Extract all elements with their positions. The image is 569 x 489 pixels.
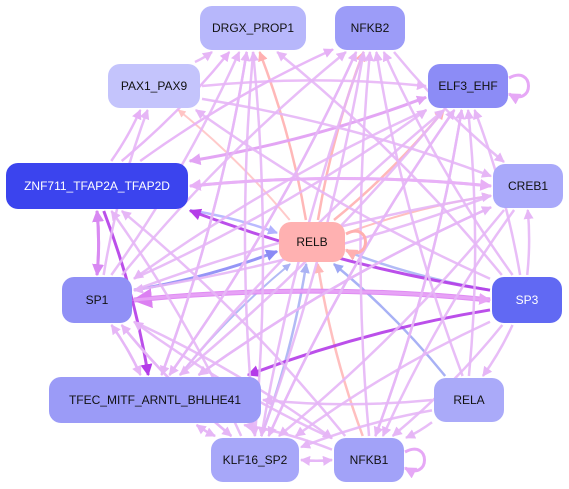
node-creb1-label: CREB1: [508, 179, 548, 193]
node-znf: ZNF711_TFAP2A_TFAP2D: [6, 163, 188, 209]
node-klf16: KLF16_SP2: [211, 438, 299, 482]
edge-rela-to-relb: [333, 263, 447, 377]
node-drgx-box: [200, 6, 306, 50]
edge-znf-to-pax: [110, 109, 142, 162]
edge-relb-to-creb1: [346, 192, 492, 234]
node-klf16-label: KLF16_SP2: [223, 453, 288, 467]
edge-sp3-to-tfec: [246, 308, 491, 377]
node-nfkb2-box: [335, 6, 405, 50]
node-rela: RELA: [434, 378, 504, 422]
edge-pax-to-creb1: [201, 97, 492, 178]
node-relb: RELB: [279, 222, 345, 262]
node-elf3-label: ELF3_EHF: [438, 79, 497, 93]
node-creb1: CREB1: [493, 164, 563, 208]
edge-nfkb1-to-relb: [314, 263, 364, 437]
edge-creb1-to-nfkb1: [381, 209, 516, 437]
node-relb-label: RELB: [296, 235, 327, 249]
self-loop-elf3: [507, 73, 530, 105]
edge-rela-to-klf16: [300, 409, 433, 449]
edge-rela-to-elf3: [464, 109, 477, 377]
edge-sp3-to-klf16: [294, 320, 491, 438]
node-sp3-label: SP3: [516, 293, 539, 307]
node-sp3-box: [492, 277, 562, 323]
edge-creb1-to-klf16: [278, 209, 506, 437]
node-sp1-box: [62, 277, 132, 323]
node-rela-box: [434, 378, 504, 422]
edge-sp1-to-nfkb1: [133, 320, 333, 440]
edge-sp1-to-nfkb2: [121, 51, 347, 276]
edge-elf3-to-nfkb1: [373, 109, 463, 437]
node-klf16-box: [211, 438, 299, 482]
edge-znf-to-sp1: [92, 210, 105, 277]
edge-klf16-to-nfkb1: [300, 455, 333, 466]
node-tfec-label: TFEC_MITF_ARNTL_BHLHE41: [69, 393, 241, 407]
node-drgx-label: DRGX_PROP1: [212, 21, 294, 35]
self-loop-relb: [344, 229, 367, 261]
node-rela-label: RELA: [453, 393, 484, 407]
edge-relb-to-drgx: [258, 51, 308, 221]
node-nfkb1: NFKB1: [334, 438, 404, 482]
edge-nfkb2-to-creb1: [393, 51, 505, 163]
edge-rela-to-nfkb2: [372, 51, 464, 377]
edge-znf-to-drgx: [120, 51, 231, 162]
edge-tfec-to-relb: [179, 263, 291, 376]
edge-elf3-to-klf16: [267, 109, 456, 437]
edge-sp1-to-sp3: [133, 289, 492, 305]
edge-sp1-to-tfec: [110, 324, 142, 376]
node-pax: PAX1_PAX9: [108, 64, 200, 108]
edge-rela-to-nfkb1: [405, 421, 433, 439]
node-tfec: TFEC_MITF_ARNTL_BHLHE41: [49, 377, 261, 423]
self-loop-nfkb1: [403, 447, 426, 479]
edge-nfkb1-to-nfkb2: [359, 51, 375, 437]
edge-znf-to-creb1: [189, 176, 493, 191]
edge-znf-to-elf3: [189, 95, 427, 163]
node-creb1-box: [493, 164, 563, 208]
edge-sp3-to-pax: [195, 108, 491, 280]
node-nfkb2: NFKB2: [335, 6, 405, 50]
edge-nfkb1-to-tfec: [243, 421, 333, 451]
edge-nfkb2-to-tfec: [168, 51, 358, 376]
edge-tfec-to-klf16: [195, 423, 216, 438]
node-nfkb1-label: NFKB1: [350, 453, 389, 467]
node-nfkb1-box: [334, 438, 404, 482]
node-pax-label: PAX1_PAX9: [121, 79, 188, 93]
edge-pax-to-drgx: [194, 50, 213, 64]
node-sp3: SP3: [492, 277, 562, 323]
node-pax-box: [108, 64, 200, 108]
node-znf-label: ZNF711_TFAP2A_TFAP2D: [24, 179, 170, 193]
node-relb-box: [279, 222, 345, 262]
node-elf3-box: [428, 64, 508, 108]
edge-elf3-to-sp1: [133, 108, 427, 280]
edge-drgx-to-tfec: [160, 51, 248, 376]
edge-creb1-to-tfec: [197, 206, 492, 377]
edge-sp3-to-creb1: [523, 209, 534, 276]
node-nfkb2-label: NFKB2: [351, 21, 390, 35]
edge-znf-to-nfkb2: [139, 48, 334, 163]
edge-sp1-to-elf3: [133, 108, 428, 280]
node-sp1-label: SP1: [86, 293, 109, 307]
edge-sp3-to-relb: [346, 249, 491, 292]
node-drgx: DRGX_PROP1: [200, 6, 306, 50]
node-sp1: SP1: [62, 277, 132, 323]
edge-sp3-to-nfkb2: [382, 51, 514, 276]
node-elf3: ELF3_EHF: [428, 64, 508, 108]
edge-sp3-to-rela: [481, 324, 514, 377]
node-znf-box: [6, 163, 188, 209]
node-tfec-box: [49, 377, 261, 423]
